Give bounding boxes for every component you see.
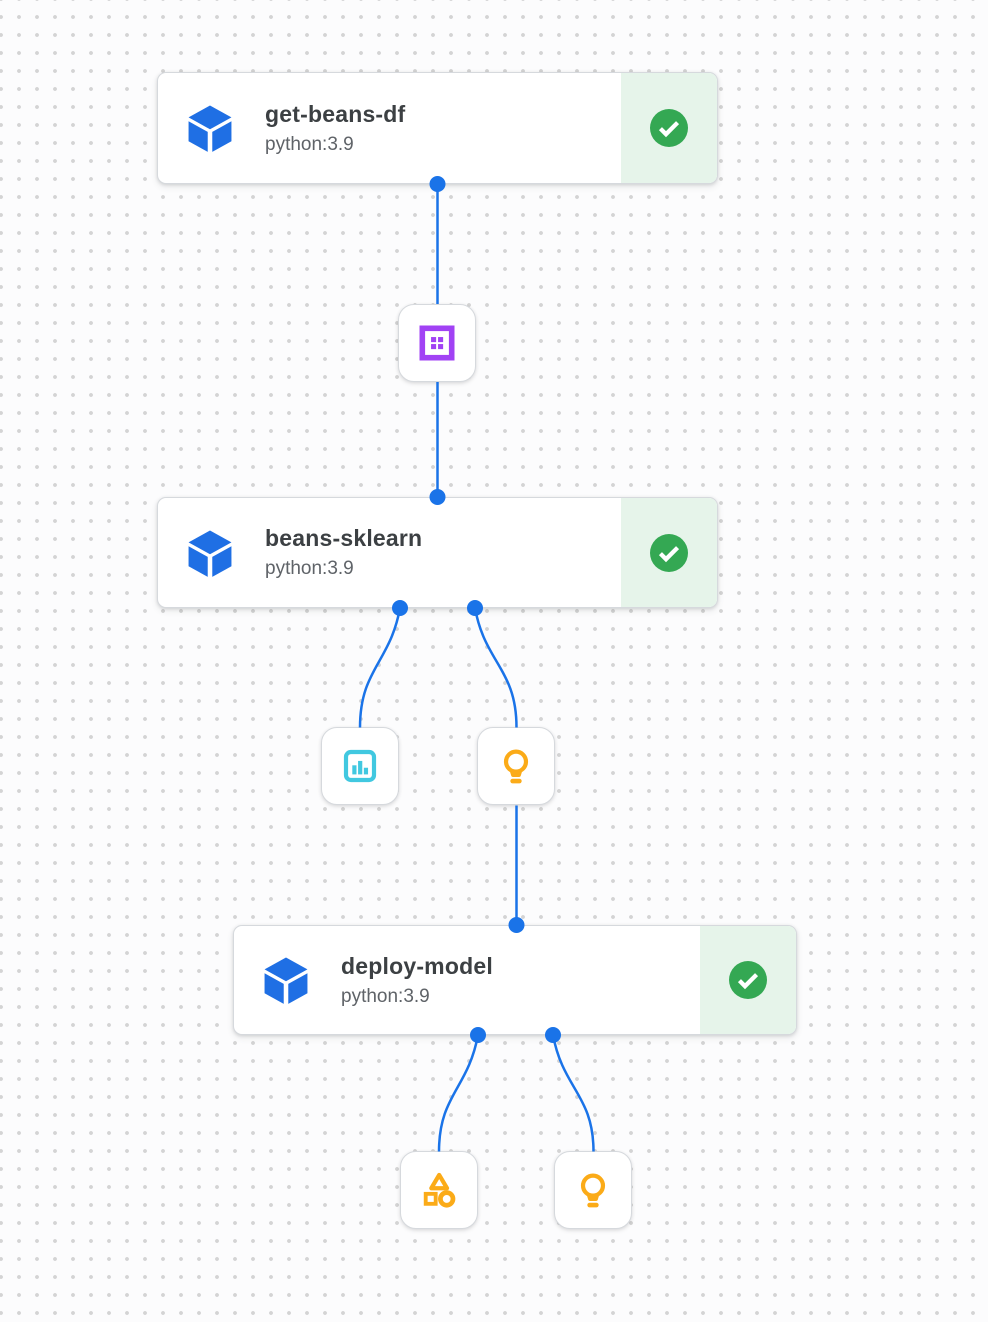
status-panel — [621, 73, 717, 183]
task-name: deploy-model — [341, 952, 493, 979]
task-node-get-beans-df[interactable]: get-beans-df python:3.9 — [157, 72, 718, 184]
edge — [358, 607, 402, 728]
artifact-node-model-2[interactable] — [554, 1151, 632, 1229]
task-name: beans-sklearn — [265, 525, 423, 551]
task-node-text: deploy-model python:3.9 — [341, 952, 493, 1009]
task-node-text: get-beans-df python:3.9 — [265, 100, 405, 157]
model-bulb-icon — [572, 1169, 614, 1211]
task-node-body: deploy-model python:3.9 — [234, 926, 700, 1034]
component-cube-icon — [260, 954, 312, 1006]
task-image-tag: python:3.9 — [341, 985, 430, 1007]
artifact-node-dataset[interactable] — [398, 304, 476, 382]
task-node-text: beans-sklearn python:3.9 — [265, 524, 422, 581]
task-node-beans-sklearn[interactable]: beans-sklearn python:3.9 — [157, 497, 718, 608]
task-node-body: get-beans-df python:3.9 — [158, 73, 621, 183]
dataset-grid-icon — [416, 322, 458, 364]
success-check-icon — [650, 109, 688, 147]
task-node-body: beans-sklearn python:3.9 — [158, 498, 621, 607]
artifact-node-model[interactable] — [477, 727, 555, 805]
status-panel — [700, 926, 796, 1034]
model-bulb-icon — [495, 745, 537, 787]
status-panel — [621, 498, 717, 607]
generic-artifact-icon — [418, 1169, 460, 1211]
edge — [551, 1034, 595, 1152]
artifact-node-generic[interactable] — [400, 1151, 478, 1229]
component-cube-icon — [184, 527, 236, 579]
success-check-icon — [650, 533, 688, 572]
metrics-chart-icon — [339, 745, 381, 787]
task-name: get-beans-df — [265, 100, 406, 127]
task-image-tag: python:3.9 — [265, 133, 354, 155]
task-node-deploy-model[interactable]: deploy-model python:3.9 — [233, 925, 797, 1035]
artifact-node-metrics[interactable] — [321, 727, 399, 805]
success-check-icon — [729, 961, 767, 999]
component-cube-icon — [184, 102, 236, 154]
edge — [473, 607, 518, 728]
edge — [437, 1034, 480, 1152]
task-image-tag: python:3.9 — [265, 558, 354, 579]
